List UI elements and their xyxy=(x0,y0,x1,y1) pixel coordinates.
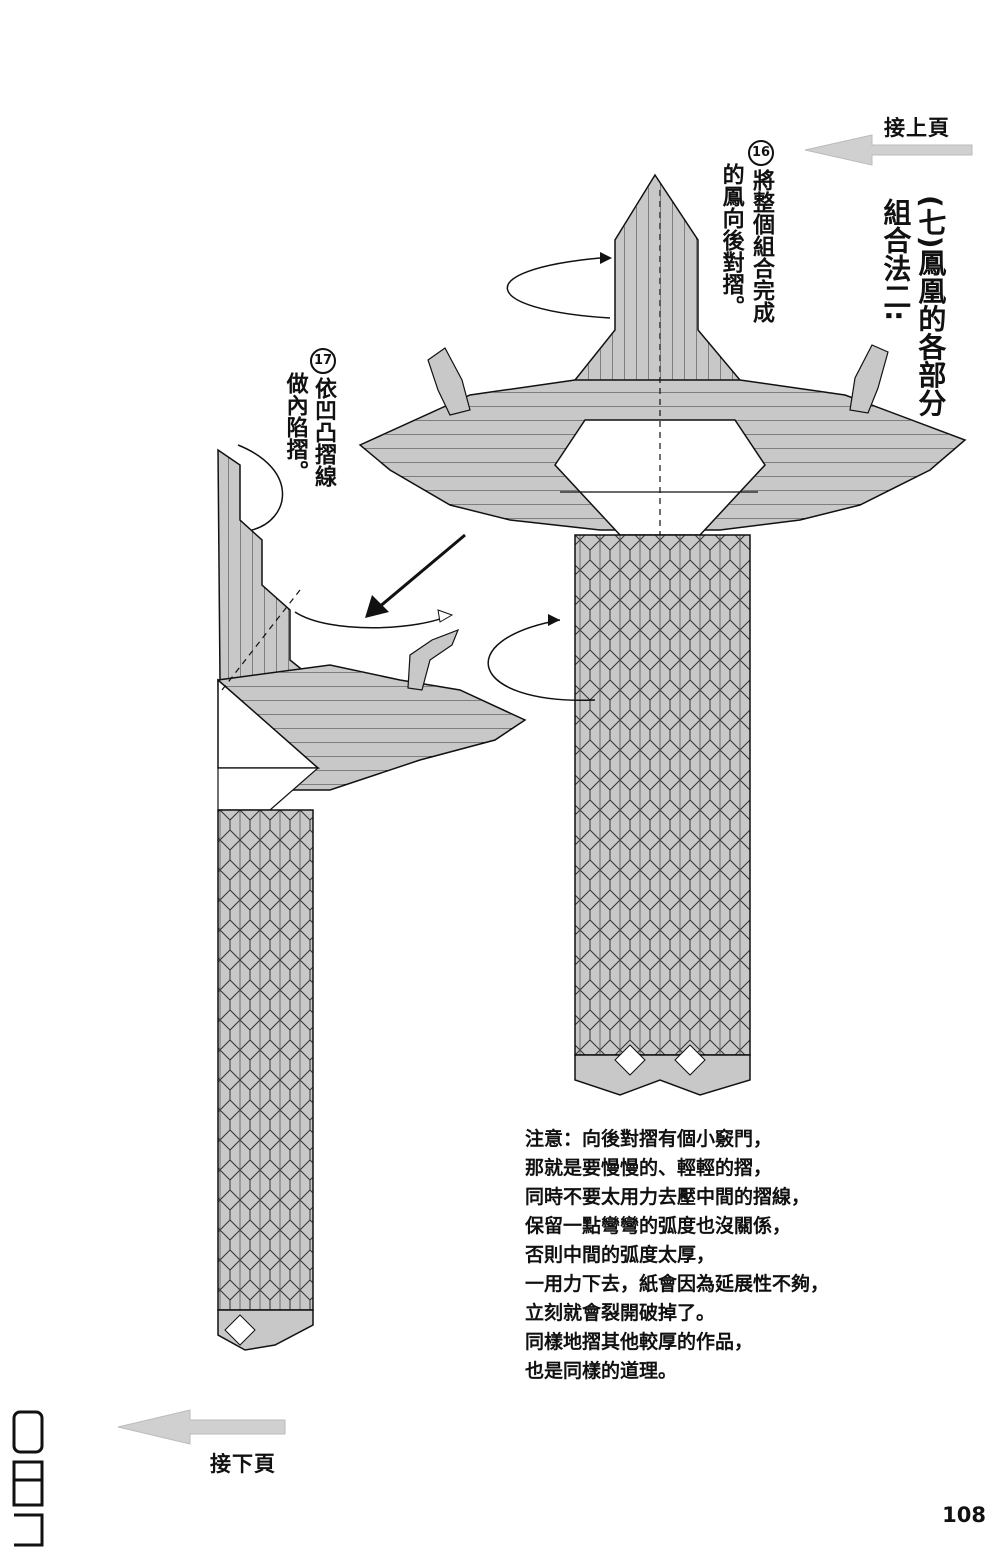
step-17-text-1: 依凹凸摺線 xyxy=(311,377,336,487)
note-line: 注意：向後對摺有個小竅門， xyxy=(525,1128,773,1150)
next-page-label[interactable]: 接下頁 xyxy=(210,1452,276,1476)
step-16-figure xyxy=(358,173,967,1096)
page-number: 108 xyxy=(942,1503,986,1527)
section-title-line1: (七)鳳凰的各部分 xyxy=(914,195,948,417)
note-line: 同樣地摺其他較厚的作品， xyxy=(525,1331,754,1353)
step-16-number: 16 xyxy=(748,140,774,166)
next-page-arrow[interactable] xyxy=(117,1409,286,1445)
note-line: 那就是要慢慢的、輕輕的摺， xyxy=(525,1157,773,1179)
step-17-figure xyxy=(217,444,527,1351)
note-line: 一用力下去，紙會因為延展性不夠， xyxy=(525,1273,830,1295)
note-line: 否則中間的弧度太厚， xyxy=(525,1244,716,1266)
watermark-logo xyxy=(12,1410,44,1547)
section-title-line2: 組合法二: xyxy=(879,198,913,322)
prev-page-label[interactable]: 接上頁 xyxy=(884,116,950,140)
note-line: 同時不要太用力去壓中間的摺線， xyxy=(525,1186,811,1208)
step-17-number: 17 xyxy=(310,348,336,374)
step-16-instruction-line1: 16 將整個組合完成 xyxy=(748,140,774,323)
step-17-instruction-line1: 17 依凹凸摺線 xyxy=(310,348,336,487)
note-block: 注意：向後對摺有個小竅門， 那就是要慢慢的、輕輕的摺， 同時不要太用力去壓中間的… xyxy=(525,1125,985,1386)
step-16-text-1: 將整個組合完成 xyxy=(749,169,774,323)
note-line: 也是同樣的道理。 xyxy=(525,1360,678,1382)
step-16-text-2: 的鳳向後對摺。 xyxy=(718,163,744,317)
step-17-text-2: 做內陷摺。 xyxy=(282,372,308,482)
note-line: 保留一點彎彎的弧度也沒關係， xyxy=(525,1215,792,1237)
note-line: 立刻就會裂開破掉了。 xyxy=(525,1302,716,1324)
prev-page-arrow[interactable] xyxy=(804,134,973,166)
